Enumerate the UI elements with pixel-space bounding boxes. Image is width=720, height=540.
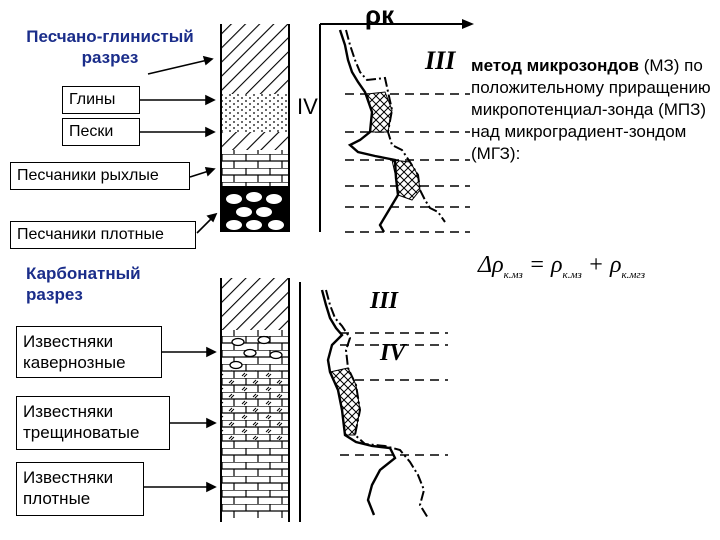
label-fractured-line2: трещиноватые — [23, 423, 140, 442]
sandy-clay-column — [220, 24, 290, 232]
formula-sub2: к.мз — [562, 268, 582, 281]
label-cavernous-line1: Известняки — [23, 332, 114, 351]
curve-label-iii-top: III — [425, 46, 456, 75]
upper-log-track — [319, 19, 474, 233]
method-description: метод микрозондов (МЗ) по положительному… — [471, 55, 711, 165]
sandy-clay-title-line1: Песчано-глинистый — [26, 27, 194, 46]
label-cavernous-line2: кавернозные — [23, 353, 126, 372]
formula: Δρк.мз = ρк.мз + ρк.мгз — [478, 252, 645, 281]
curve-label-iv-top: IV — [297, 94, 318, 119]
label-dense-limestones: Известняки плотные — [16, 462, 144, 516]
dense-limestone-layer — [221, 440, 289, 518]
loose-sandstone-layer — [221, 150, 289, 186]
formula-plus: + ρ — [581, 252, 622, 278]
carbonate-section-title: Карбонатный разрез — [26, 263, 166, 305]
label-loose-sandstones: Песчаники рыхлые — [10, 162, 190, 190]
fractured-limestone-layer — [221, 370, 289, 440]
upper-arrows — [139, 55, 218, 234]
label-dense-line1: Известняки — [23, 468, 114, 487]
sandy-clay-section-title: Песчано-глинистый разрез — [8, 26, 212, 68]
cavernous-limestone-layer — [221, 330, 289, 370]
description-bold: метод микрозондов — [471, 56, 639, 75]
label-sands: Пески — [62, 118, 140, 146]
sand-layer — [221, 94, 289, 132]
curve-label-iv-bottom: IV — [380, 340, 406, 366]
label-dense-line2: плотные — [23, 489, 91, 508]
formula-sub1: к.мз — [503, 268, 523, 281]
label-fractured-limestones: Известняки трещиноватые — [16, 396, 170, 450]
clay-layer — [221, 24, 289, 94]
label-cavernous-limestones: Известняки кавернозные — [16, 326, 162, 378]
formula-sub3: к.мгз — [621, 268, 645, 281]
label-dense-sandstones: Песчаники плотные — [10, 221, 196, 249]
carbonate-title-line1: Карбонатный — [26, 264, 141, 283]
carbonate-column — [220, 278, 290, 522]
lower-arrows — [144, 346, 217, 493]
dense-sandstone-layer — [221, 186, 289, 232]
description-rest: (МЗ) по положительному приращению микроп… — [471, 56, 711, 163]
label-clays: Глины — [62, 86, 140, 114]
sandy-clay-title-line2: разрез — [81, 48, 139, 67]
clay-interlayer — [221, 132, 289, 150]
formula-equals: = ρ — [522, 252, 563, 278]
curve-label-iii-bottom: III — [370, 288, 399, 314]
carbonate-title-line2: разрез — [26, 285, 83, 304]
label-fractured-line1: Известняки — [23, 402, 114, 421]
rho-k-axis-label: ρк — [365, 0, 395, 30]
formula-delta: Δρ — [478, 252, 504, 278]
lower-log-track — [299, 282, 448, 522]
